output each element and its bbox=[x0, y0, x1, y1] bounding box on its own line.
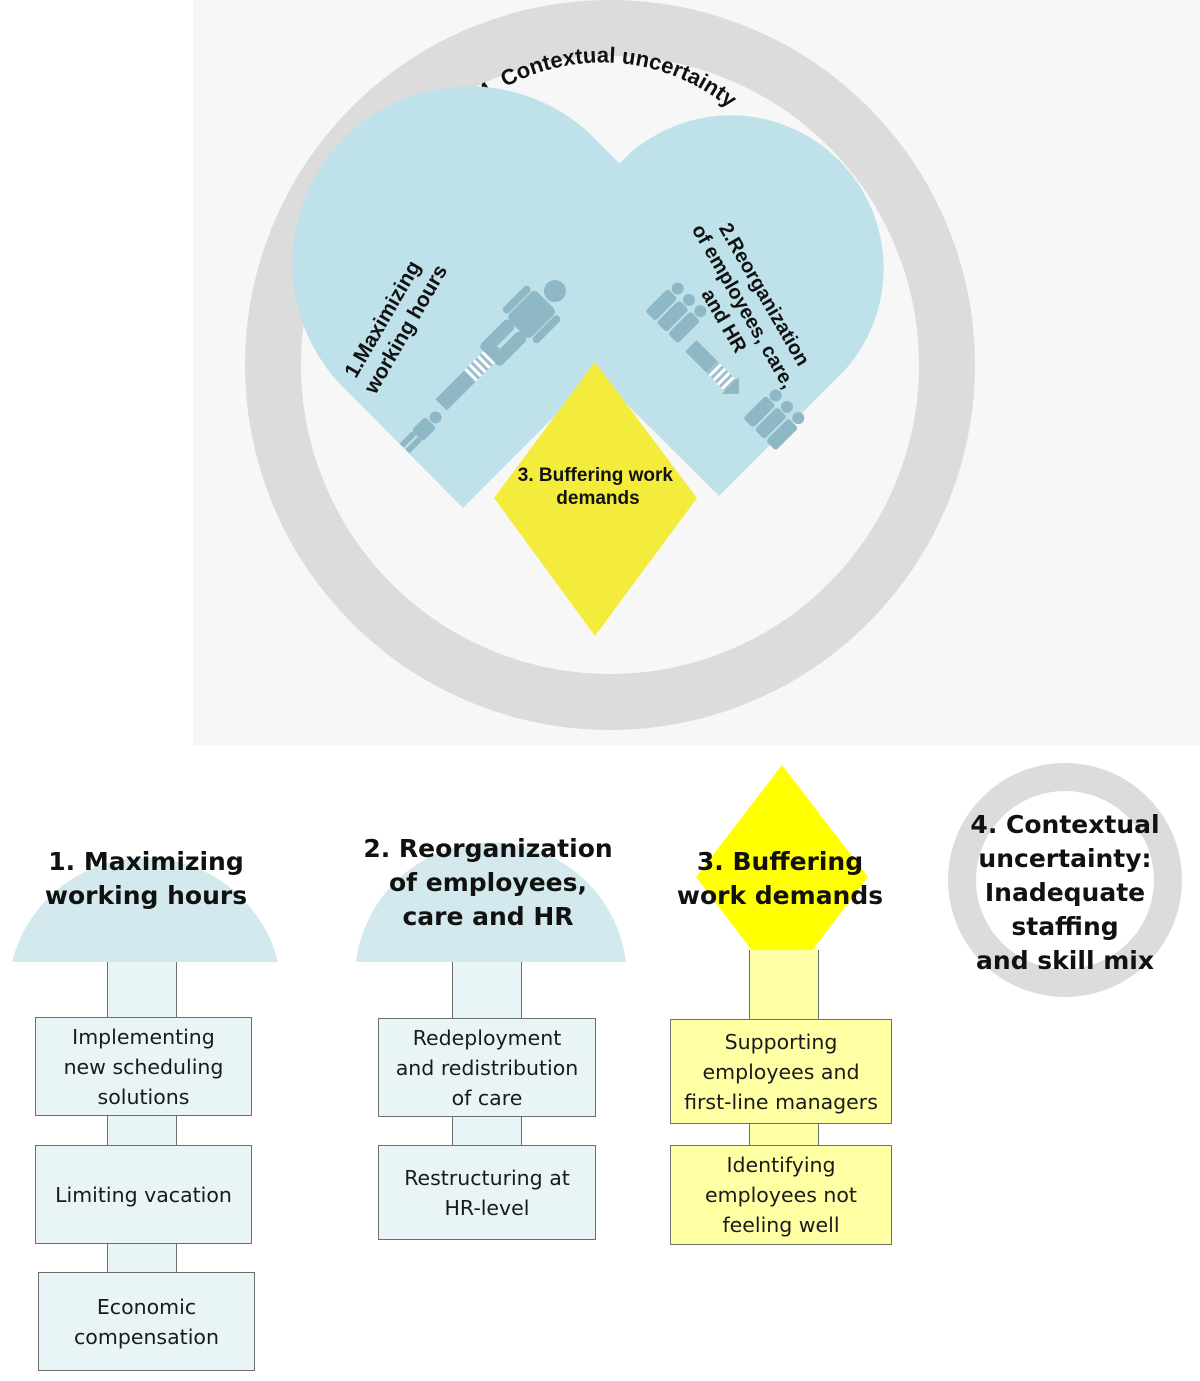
col1-title: 1. Maximizing working hours bbox=[44, 847, 248, 910]
redistribution-arrow-icon bbox=[685, 340, 739, 394]
col3-title: 3. Buffering work demands bbox=[676, 847, 884, 910]
contextual-uncertainty-ring bbox=[245, 0, 975, 730]
col1-box-2: Limiting vacation bbox=[35, 1145, 252, 1244]
right-lobe bbox=[502, 115, 884, 497]
people-group-top-icon bbox=[646, 282, 707, 343]
col3-diamond bbox=[696, 765, 868, 990]
col1-connector bbox=[107, 962, 177, 1018]
col4-ring bbox=[948, 763, 1182, 997]
col2-title: 2. Reorganization of employees, care and… bbox=[363, 834, 613, 931]
col2-dome bbox=[356, 842, 626, 962]
col1-connector bbox=[107, 1244, 177, 1273]
growth-arrow-icon bbox=[435, 346, 500, 411]
col4-title: 4. Contextual uncertainty: Inadequate st… bbox=[970, 810, 1160, 975]
person-small-icon bbox=[400, 411, 442, 453]
diamond-label: 3. Buffering work demands bbox=[518, 465, 678, 509]
col1-connector bbox=[107, 1116, 177, 1146]
bottom-shapes bbox=[12, 763, 1182, 997]
person-large-icon bbox=[480, 280, 566, 366]
col2-connector bbox=[452, 1117, 522, 1146]
col3-connector bbox=[749, 1124, 819, 1146]
col2-connector bbox=[452, 962, 522, 1019]
people-group-bottom-icon bbox=[744, 389, 805, 450]
buffering-diamond bbox=[494, 362, 697, 636]
col3-connector bbox=[749, 950, 819, 1020]
top-figure: 4. Contextual uncertainty bbox=[245, 0, 975, 730]
col1-dome bbox=[12, 857, 278, 962]
